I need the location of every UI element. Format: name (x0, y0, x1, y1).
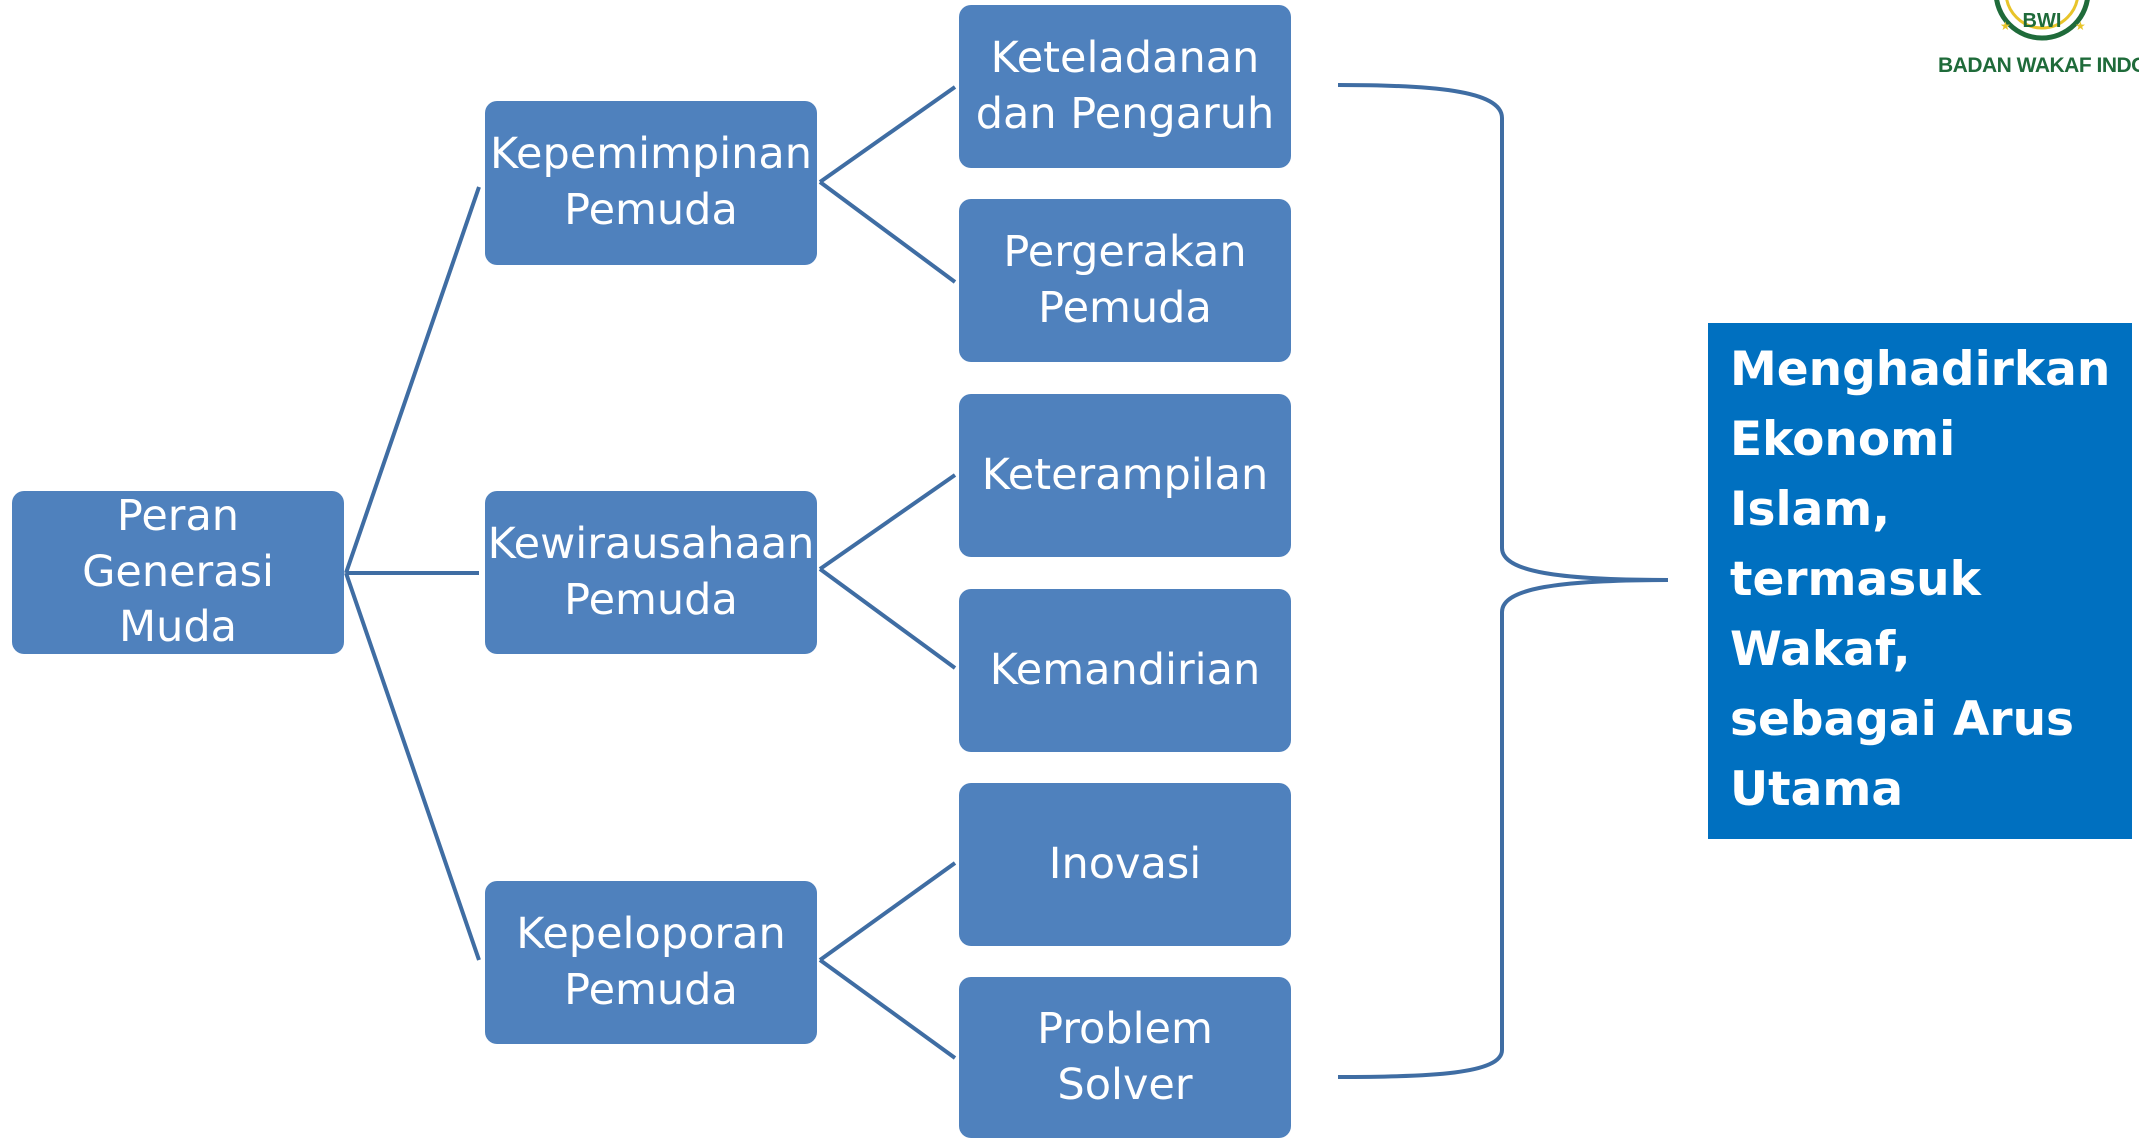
result-box: Menghadirkan Ekonomi Islam, termasuk Wak… (1708, 323, 2132, 957)
connector-branch3-child1 (818, 861, 957, 962)
root-node-label: Peran Generasi Muda (82, 490, 274, 653)
logo-text: BADAN WAKAF INDON (1938, 54, 2139, 77)
connector-root-branch3 (344, 572, 481, 961)
branch-node-kepeloporan: Kepeloporan Pemuda (485, 881, 817, 1044)
bwi-logo: ★ ★ BWI (1994, 0, 2090, 41)
leaf-node-problem-solver: Problem Solver (959, 977, 1291, 1138)
logo-emblem-text: BWI (2023, 10, 2062, 32)
leaf-node-keterampilan: Keterampilan (959, 394, 1291, 557)
leaf-node-label: Inovasi (1048, 838, 1202, 889)
connector-branch2-child1 (818, 473, 957, 571)
leaf-node-pergerakan: Pergerakan Pemuda (959, 199, 1291, 362)
leaf-node-label: Keteladanan dan Pengaruh (975, 32, 1275, 139)
leaf-node-keteladanan: Keteladanan dan Pengaruh (959, 5, 1291, 168)
result-text: Menghadirkan Ekonomi Islam, termasuk Wak… (1730, 342, 2111, 957)
branch-node-label: Kepemimpinan Pemuda (489, 129, 813, 235)
logo-ring (1994, 0, 2090, 41)
leaf-node-label: Problem Solver (1037, 1003, 1213, 1110)
branch-node-label: Kewirausahaan Pemuda (487, 518, 815, 625)
branch-node-label: Kepeloporan Pemuda (516, 908, 786, 1015)
leaf-node-label: Pergerakan Pemuda (1003, 226, 1247, 333)
leaf-node-kemandirian: Kemandirian (959, 589, 1291, 752)
connector-branch1-child1 (818, 85, 957, 184)
logo-star-icon: ★ (2075, 19, 2086, 33)
connector-branch3-child2 (818, 958, 957, 1060)
leaf-node-label: Keterampilan (981, 449, 1269, 500)
connector-branch1-child2 (818, 180, 957, 284)
root-node: Peran Generasi Muda (12, 491, 344, 654)
logo-star-icon: ★ (2000, 19, 2011, 33)
leaf-node-label: Kemandirian (989, 644, 1261, 695)
connector-branch2-child2 (818, 567, 957, 670)
logo-inner-ring (2005, 0, 2079, 30)
connector-root-branch1 (344, 186, 481, 574)
curly-brace (1337, 83, 1669, 1079)
leaf-node-inovasi: Inovasi (959, 783, 1291, 946)
branch-node-kepemimpinan: Kepemimpinan Pemuda (485, 101, 817, 265)
branch-node-kewirausahaan: Kewirausahaan Pemuda (485, 491, 817, 654)
